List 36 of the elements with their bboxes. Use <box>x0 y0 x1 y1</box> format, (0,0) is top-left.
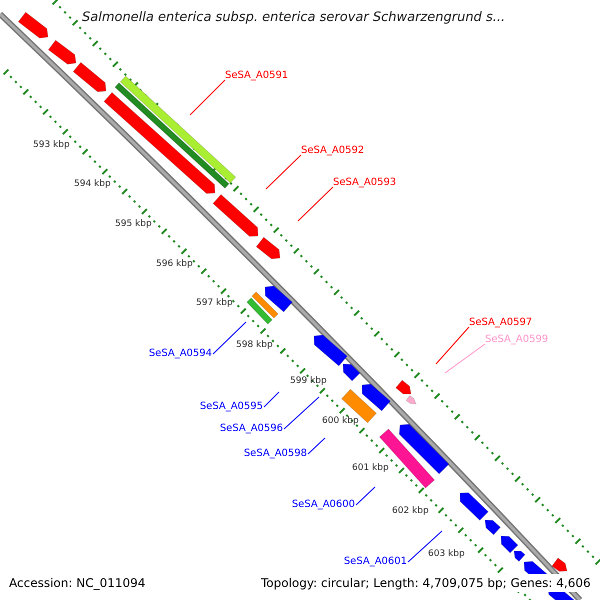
leader-line <box>264 392 280 408</box>
leader-line <box>190 80 226 116</box>
gene-label: SeSA_A0594 <box>148 348 212 360</box>
leader-line <box>298 186 334 222</box>
scale-tick-label: 594 kbp <box>74 178 111 191</box>
gene-label: SeSA_A0597 <box>469 317 532 329</box>
gene-label: SeSA_A0596 <box>220 423 283 435</box>
scale-tick-label: 597 kbp <box>196 297 233 310</box>
footer-text: Topology: circular; Length: 4,709,075 bp; Genes: 4,606 <box>261 574 591 592</box>
scale-tick-label: 599 kbp <box>290 375 327 388</box>
gene-label: SeSA_A0598 <box>244 448 307 460</box>
leader-line <box>284 396 320 430</box>
gene-label: SeSA_A0595 <box>200 401 263 413</box>
scale-tick-label: 603 kbp <box>428 548 465 561</box>
scale-tick-label: 601 kbp <box>352 462 389 475</box>
gene-label: SeSA_A0591 <box>225 70 288 82</box>
scale-tick-label: 595 kbp <box>115 218 152 231</box>
leader-line <box>408 530 442 562</box>
leader-line <box>212 322 246 354</box>
leader-line <box>356 486 376 506</box>
leader-line <box>436 326 470 364</box>
gene-label: SeSA_A0599 <box>485 334 548 346</box>
gene-label: SeSA_A0601 <box>344 556 407 568</box>
scale-tick-label: 593 kbp <box>33 139 70 152</box>
leader-line <box>266 154 302 190</box>
title: Salmonella enterica subsp. enterica serovar Schwarzengrund s... <box>82 9 506 27</box>
gene-label: SeSA_A0593 <box>333 177 396 189</box>
leader-line <box>444 344 486 374</box>
scale-tick-label: 602 kbp <box>392 505 429 518</box>
scale-tick-label: 596 kbp <box>156 258 193 271</box>
gene-label: SeSA_A0600 <box>292 499 355 511</box>
footer-text: Accession: NC_011094 <box>9 575 146 592</box>
scale-tick-label: 600 kbp <box>322 415 359 428</box>
gene-label: SeSA_A0592 <box>301 145 364 157</box>
scale-tick-label: 598 kbp <box>236 339 273 352</box>
leader-line <box>308 438 326 454</box>
